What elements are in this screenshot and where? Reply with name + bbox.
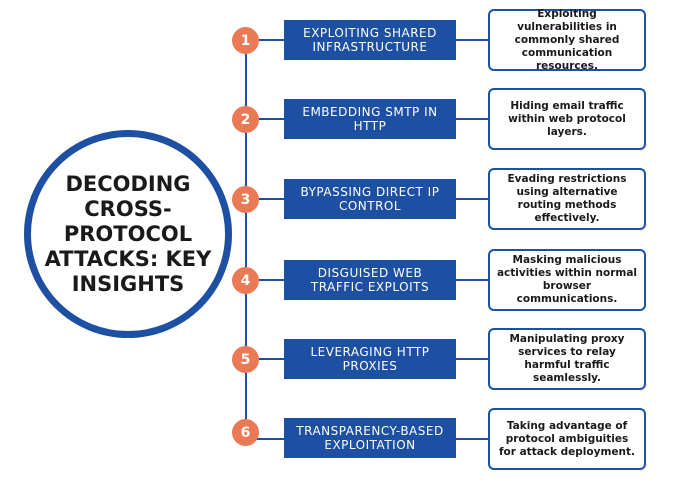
step-description: Manipulating proxy services to relay har… bbox=[488, 328, 646, 390]
step-number-badge: 3 bbox=[232, 186, 259, 213]
central-topic-circle: DECODING CROSS-PROTOCOL ATTACKS: KEY INS… bbox=[24, 130, 232, 338]
step-number-badge: 1 bbox=[232, 27, 259, 54]
step-description: Masking malicious activities within norm… bbox=[488, 249, 646, 311]
step-description: Taking advantage of protocol ambiguities… bbox=[488, 408, 646, 470]
central-topic-title: DECODING CROSS-PROTOCOL ATTACKS: KEY INS… bbox=[44, 171, 212, 296]
step-number-badge: 5 bbox=[232, 346, 259, 373]
step-number-badge: 2 bbox=[232, 106, 259, 133]
step-label: LEVERAGING HTTP PROXIES bbox=[284, 339, 456, 379]
step-number-badge: 4 bbox=[232, 267, 259, 294]
step-label: TRANSPARENCY-BASED EXPLOITATION bbox=[284, 418, 456, 458]
step-label: DISGUISED WEB TRAFFIC EXPLOITS bbox=[284, 260, 456, 300]
step-label: BYPASSING DIRECT IP CONTROL bbox=[284, 179, 456, 219]
step-number-badge: 6 bbox=[232, 419, 259, 446]
step-description: Evading restrictions using alternative r… bbox=[488, 168, 646, 230]
step-description: Hiding email traffic within web protocol… bbox=[488, 88, 646, 150]
connector-spine bbox=[245, 40, 247, 432]
step-label: EXPLOITING SHARED INFRASTRUCTURE bbox=[284, 20, 456, 60]
step-label: EMBEDDING SMTP IN HTTP bbox=[284, 99, 456, 139]
step-description: Exploiting vulnerabilities in commonly s… bbox=[488, 8, 646, 72]
